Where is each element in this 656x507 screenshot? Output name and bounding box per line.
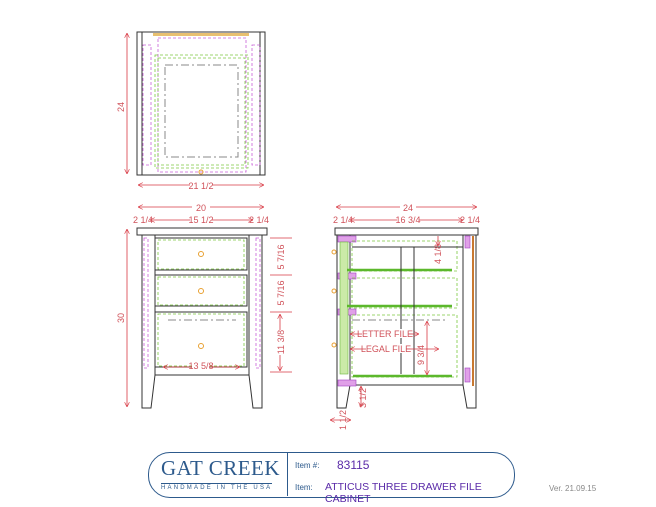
item-number-label: Item #: (295, 461, 320, 470)
front-side-right-dim: 2 1/4 (249, 215, 269, 225)
drawer1-height-dim: 5 7/16 (276, 244, 286, 269)
top-gap-dim: 4 1/8 (433, 244, 443, 264)
file-height-dim: 9 3/4 (416, 345, 426, 365)
side-depth-dim: 24 (403, 203, 413, 213)
front-inner-width-dim: 15 1/2 (188, 215, 213, 225)
drawer3-height-dim: 11 3/8 (276, 330, 286, 354)
letter-file-dim: LETTER FILE (357, 329, 413, 339)
title-block: GAT CREEK HANDMADE IN THE USA Item #: 83… (148, 452, 515, 505)
legal-file-dim: LEGAL FILE (361, 344, 411, 354)
bottom-clearance-dim: 3 1/2 (358, 388, 368, 408)
version-label: Ver. 21.09.15 (549, 484, 597, 493)
side-inner-depth-dim: 16 3/4 (395, 215, 420, 225)
top-view: 24 21 1/2 (116, 31, 266, 191)
item-number: 83115 (337, 458, 370, 472)
drawer-width-dim: 13 5/8 (188, 361, 213, 371)
item-name-label: Item: (295, 483, 313, 492)
brand-tagline: HANDMADE IN THE USA (161, 483, 273, 491)
leg-width-dim: 1 1/2 (338, 410, 348, 430)
top-width-dim: 21 1/2 (188, 181, 213, 191)
item-name: ATTICUS THREE DRAWER FILE CABINET (325, 481, 482, 505)
front-width-dim: 20 (196, 203, 206, 213)
side-view: 24 16 3/4 2 1/4 2 1/4 LETTER FILE LEGAL … (330, 201, 480, 430)
front-side-left-dim: 2 1/4 (133, 215, 153, 225)
side-left-dim: 2 1/4 (333, 215, 353, 225)
top-depth-dim: 24 (116, 102, 126, 112)
side-right-dim: 2 1/4 (460, 215, 480, 225)
front-view: 20 15 1/2 2 1/4 2 1/4 13 5/8 30 5 7/16 5… (116, 201, 292, 409)
front-height-dim: 30 (116, 313, 126, 323)
gat-creek-logo: GAT CREEK HANDMADE IN THE USA (149, 453, 288, 496)
drawer2-height-dim: 5 7/16 (276, 280, 286, 305)
brand-name: GAT CREEK (161, 456, 281, 480)
